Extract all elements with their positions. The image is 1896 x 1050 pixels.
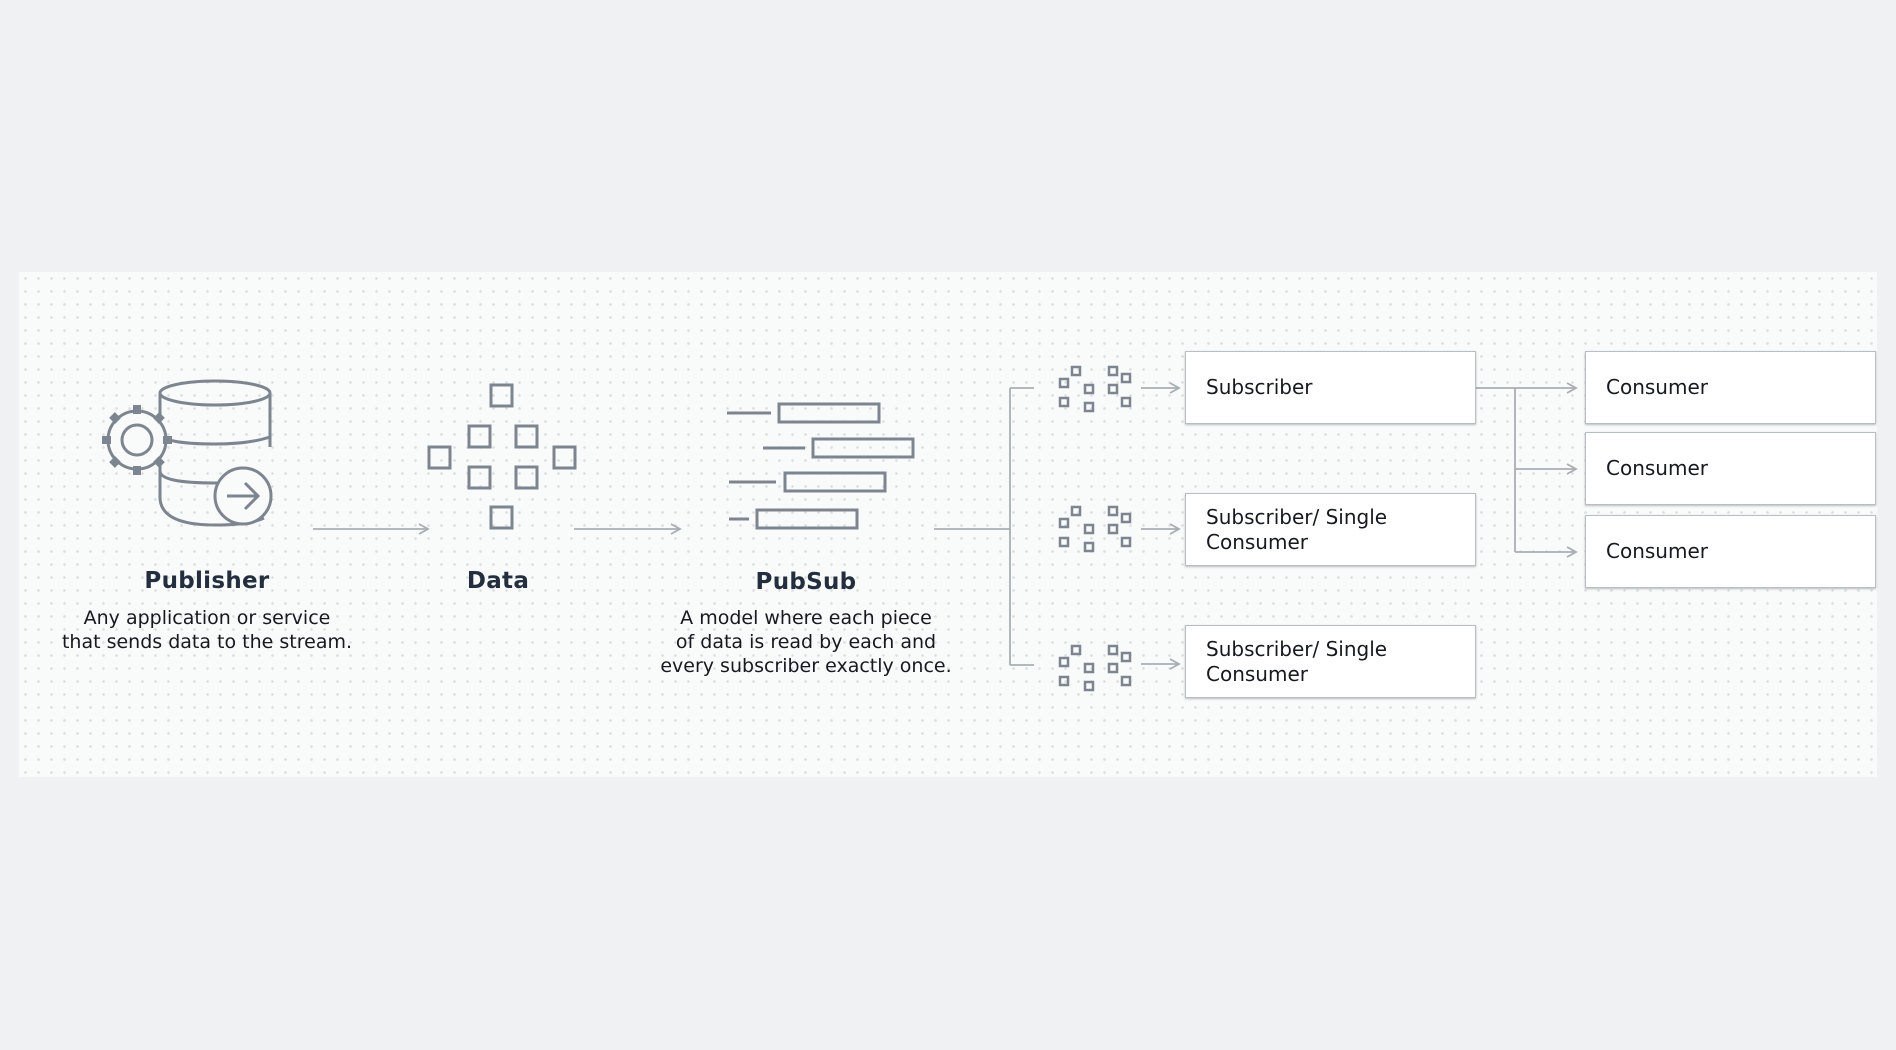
pubsub-stream-icon bbox=[727, 402, 915, 530]
consumer-label: Consumer bbox=[1606, 539, 1708, 563]
consumer-label: Consumer bbox=[1606, 375, 1708, 399]
pubsub-description: A model where each piece of data is read… bbox=[656, 606, 956, 678]
consumer-label: Consumer bbox=[1606, 456, 1708, 480]
pubsub-description-line-2: of data is read by each and bbox=[675, 631, 937, 653]
data-title: Data bbox=[466, 568, 530, 594]
subscriber-label: Subscriber/ Single Consumer bbox=[1206, 504, 1388, 554]
pubsub-title: PubSub bbox=[755, 569, 857, 595]
subscriber-label: Subscriber/ Single Consumer bbox=[1206, 636, 1388, 686]
consumer-box: Consumer bbox=[1585, 432, 1876, 505]
diagram-panel: Publisher Any application or service tha… bbox=[19, 272, 1877, 777]
diagram-canvas bbox=[102, 365, 1578, 692]
publisher-description-line-1: Any application or service bbox=[83, 607, 331, 629]
subscriber-box: Subscriber bbox=[1185, 351, 1476, 424]
data-cluster-icon bbox=[1058, 644, 1132, 692]
data-cluster-icon bbox=[1058, 505, 1132, 553]
pubsub-description-line-3: every subscriber exactly once. bbox=[660, 655, 952, 677]
subscriber-single-consumer-box: Subscriber/ Single Consumer bbox=[1185, 493, 1476, 566]
database-gear-icon bbox=[102, 379, 273, 527]
subscriber-single-consumer-box: Subscriber/ Single Consumer bbox=[1185, 625, 1476, 698]
consumer-box: Consumer bbox=[1585, 351, 1876, 424]
subscriber-label: Subscriber bbox=[1206, 375, 1313, 399]
consumer-box: Consumer bbox=[1585, 515, 1876, 588]
data-squares-icon bbox=[427, 383, 577, 530]
fanout-connector bbox=[934, 387, 1034, 666]
publisher-description: Any application or service that sends da… bbox=[27, 606, 387, 654]
data-cluster-icon bbox=[1058, 365, 1132, 413]
publisher-description-line-2: that sends data to the stream. bbox=[61, 631, 353, 653]
pubsub-description-line-1: A model where each piece bbox=[680, 607, 932, 629]
publisher-title: Publisher bbox=[144, 568, 270, 594]
